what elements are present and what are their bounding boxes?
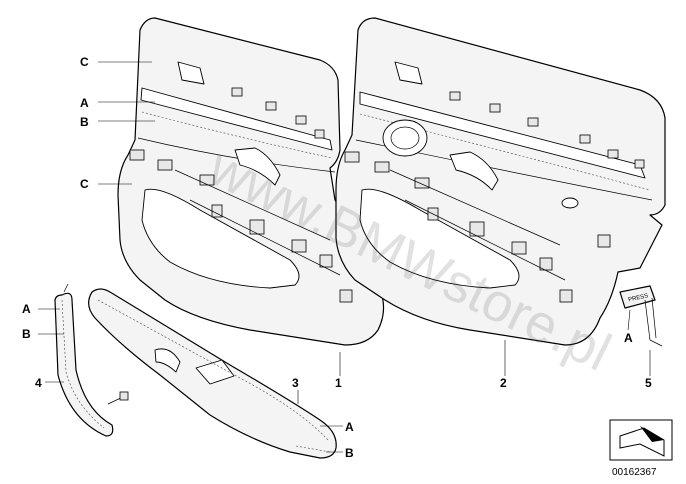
svg-text:PRESS: PRESS [628,293,649,303]
label-c-top: C [80,55,89,69]
label-b-left: B [22,327,31,341]
callout-labels: C A B C A B 4 3 1 2 5 A A B [22,55,652,460]
label-b-top: B [80,115,89,129]
part-3-armrest [88,288,337,459]
label-num-1: 1 [335,376,342,390]
label-a-left: A [22,302,31,316]
door-panel-1 [117,17,385,346]
part-5-bracket: PRESS [619,285,663,347]
label-b-bottom: B [345,446,354,460]
label-c-mid: C [80,177,89,191]
leader-lines [38,61,651,453]
label-a-top: A [80,96,89,110]
part-4-grab-handle [54,283,129,437]
label-num-4: 4 [35,376,42,390]
door-panel-2 [335,17,666,346]
label-a-right: A [624,331,633,345]
label-num-2: 2 [500,376,507,390]
orientation-icon-box: 00162367 [609,419,673,478]
label-num-5: 5 [645,376,652,390]
diagram-number: 00162367 [612,467,657,478]
label-a-bottom: A [345,420,354,434]
label-num-3: 3 [292,376,299,390]
